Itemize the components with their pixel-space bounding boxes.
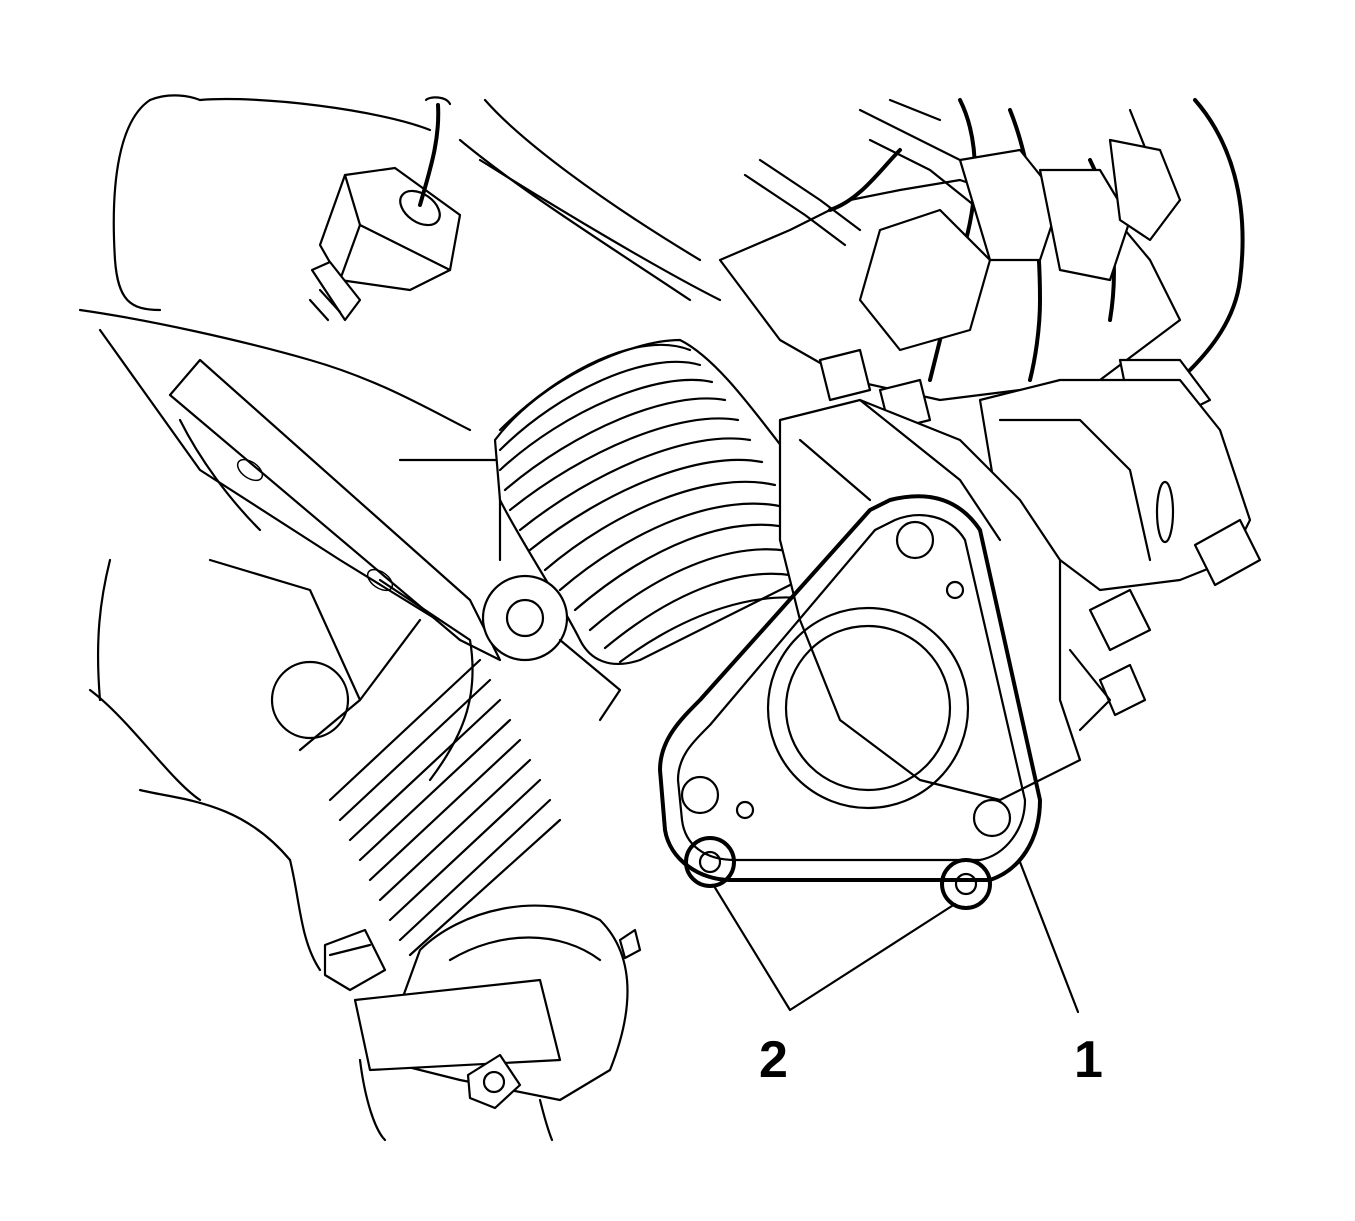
- manifold-body-left: [78, 308, 502, 972]
- mounting-eye: [481, 574, 622, 722]
- upper-left-housing: [112, 94, 722, 312]
- wiring-harness-connectors: [718, 98, 1245, 432]
- callout-label-2: 2: [759, 1031, 788, 1089]
- actuator-housing: [978, 378, 1262, 732]
- callout-label-1: 1: [1074, 1031, 1103, 1089]
- manifold-runners: [328, 658, 562, 957]
- lower-sensor-bracket: [323, 904, 642, 1142]
- sensor-top-left: [308, 96, 462, 322]
- throttle-body-gasket: [658, 494, 1042, 882]
- callout-leaders: [712, 860, 1080, 1014]
- throttle-body-bolts: [684, 836, 992, 910]
